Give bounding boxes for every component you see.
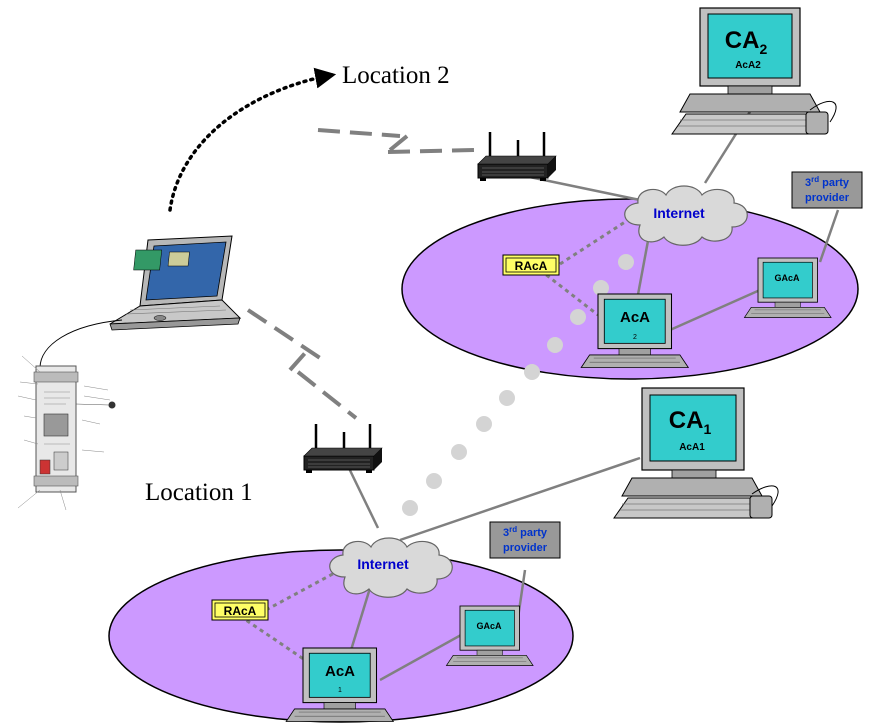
device-board-icon (17, 355, 116, 511)
ca1-computer (613, 387, 779, 519)
ca1-title: CA1 (669, 407, 712, 437)
movement-arrow (168, 67, 337, 212)
raca-label-lower: RAcA (224, 604, 257, 618)
aca-label-upper: AcA (620, 309, 650, 326)
router-location-1 (302, 422, 384, 475)
lower-network-ellipse (108, 549, 574, 723)
svg-text:3rd party: 3rd party (805, 175, 850, 189)
dotted-links (239, 220, 626, 662)
raca-label-upper: RAcA (515, 259, 548, 273)
aca-sub-lower: 1 (338, 687, 342, 694)
ca1-label: AcA1 (679, 442, 705, 453)
laptop-icon (109, 235, 242, 331)
provider-box-upper: 3rd party provider (791, 171, 863, 209)
wireless-links (246, 128, 476, 420)
ca2-computer (671, 7, 837, 135)
handoff-dots (402, 254, 634, 516)
router-location-2 (476, 130, 558, 183)
svg-text:provider: provider (503, 542, 548, 554)
laptop-cable (39, 319, 123, 369)
internet-label-upper: Internet (653, 205, 705, 221)
raca-box-lower (211, 599, 269, 621)
svg-text:3rd party: 3rd party (503, 525, 548, 539)
gaca-label-upper: GAcA (774, 273, 800, 283)
location-2-label: Location 2 (342, 62, 450, 89)
aca-sub-upper: 2 (633, 334, 637, 341)
provider-box-lower: 3rd party provider (489, 521, 561, 559)
ca2-title: CA2 (725, 27, 768, 57)
location-1-label: Location 1 (145, 479, 253, 506)
ca2-label: AcA2 (735, 60, 761, 71)
internet-label-lower: Internet (357, 556, 409, 572)
raca-box-upper (502, 254, 560, 276)
aca-label-lower: AcA (325, 663, 355, 680)
gaca-label-lower: GAcA (476, 621, 502, 631)
svg-text:provider: provider (805, 192, 850, 204)
